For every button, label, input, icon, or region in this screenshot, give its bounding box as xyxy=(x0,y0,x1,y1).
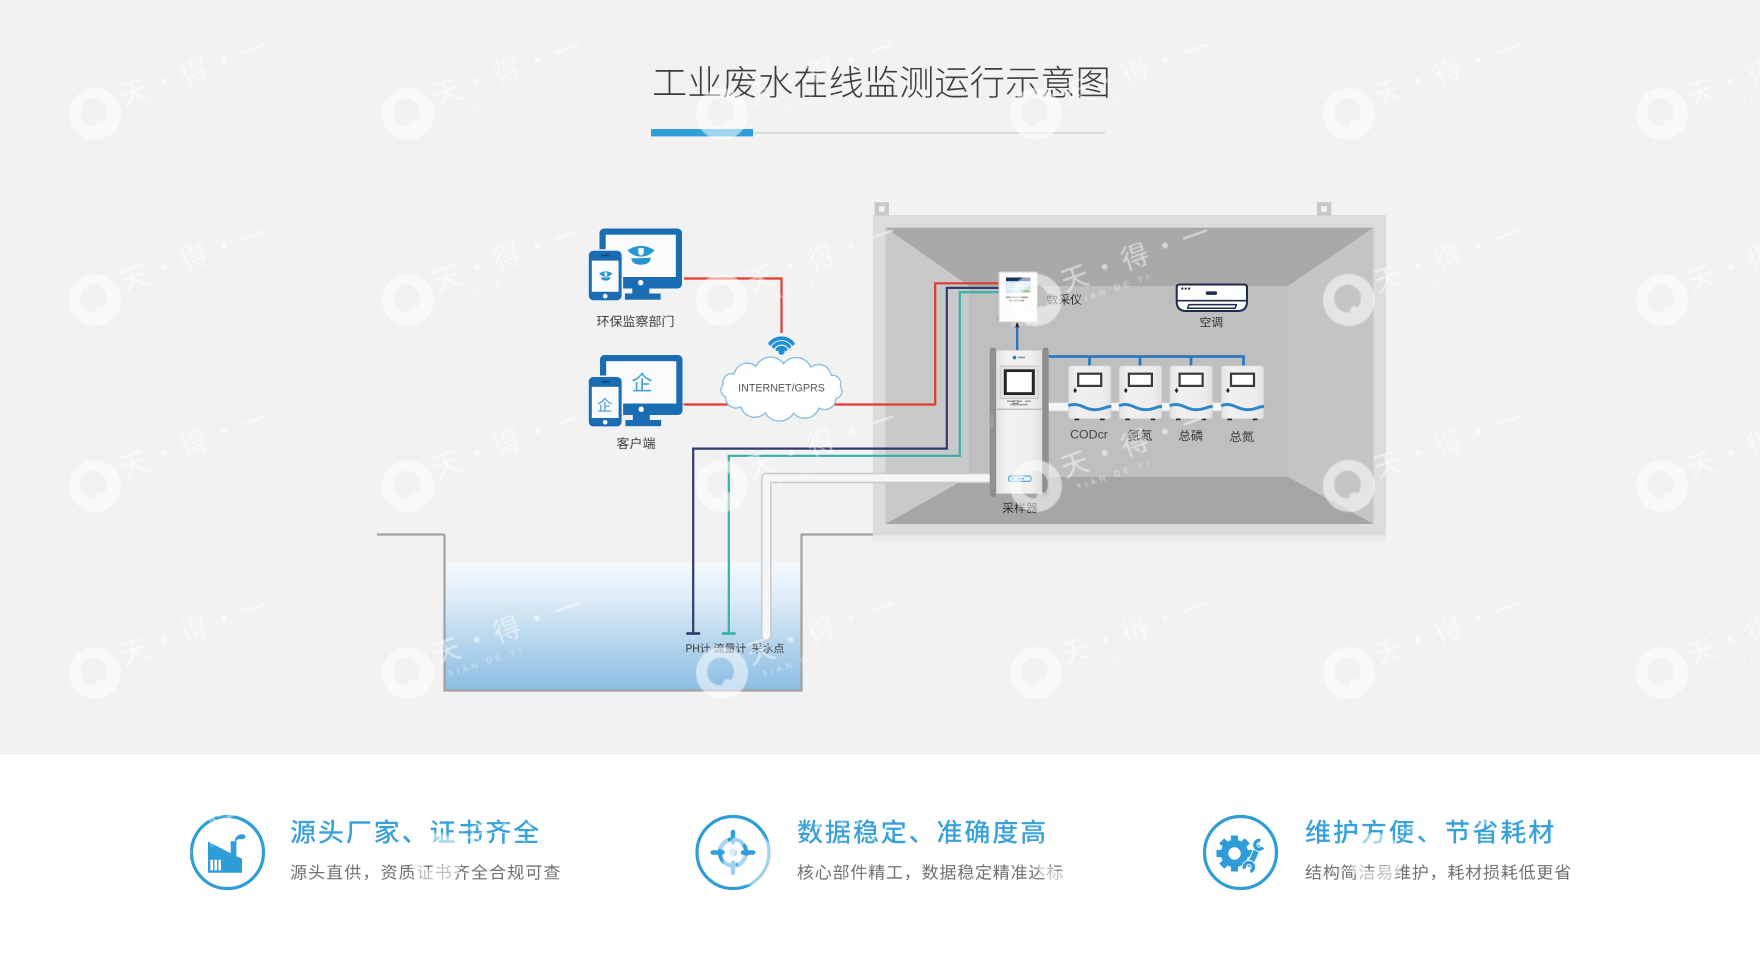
svg-text:INTERNET/GPRS: INTERNET/GPRS xyxy=(738,383,825,395)
svg-text:CODcr: CODcr xyxy=(1070,428,1108,442)
